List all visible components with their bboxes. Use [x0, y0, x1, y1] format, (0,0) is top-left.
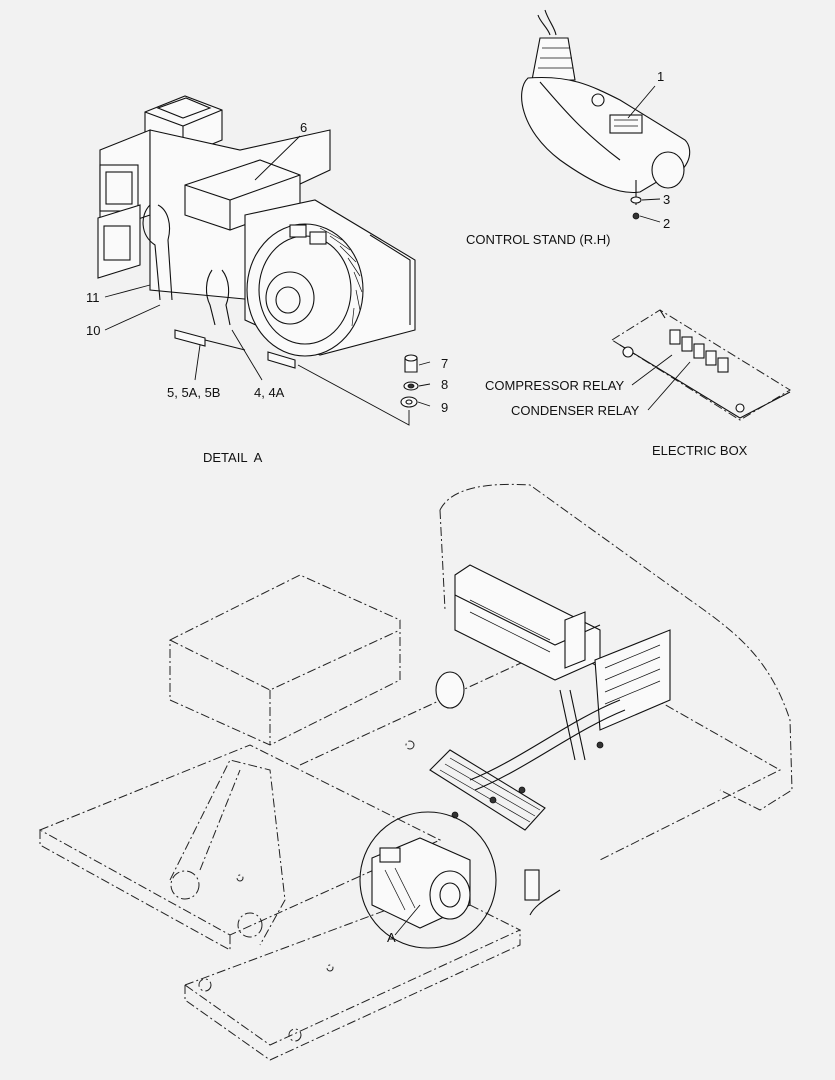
detail-a-marker: A: [387, 930, 396, 945]
engine: [435, 564, 671, 761]
callout-9: 9: [441, 400, 449, 415]
electric-box-drawing: [611, 309, 791, 421]
callout-5-5a-5b: 5, 5A, 5B: [167, 385, 221, 400]
callout-2: 2: [663, 216, 671, 231]
electric-box-title: ELECTRIC BOX: [652, 443, 748, 458]
hardware-stack: [297, 354, 431, 426]
callout-3: 3: [663, 192, 671, 207]
callout-4-4a: 4, 4A: [254, 385, 285, 400]
callout-7: 7: [441, 356, 449, 371]
condenser-piping: [429, 699, 626, 831]
machine-frame: [38, 483, 793, 1061]
callout-1: 1: [657, 69, 665, 84]
control-stand-drawing: [521, 9, 691, 223]
detail-a-leaders: [104, 135, 301, 381]
callout-6: 6: [300, 120, 308, 135]
callout-8: 8: [441, 377, 449, 392]
detail-a-circle: [359, 811, 497, 949]
control-stand-title: CONTROL STAND (R.H): [466, 232, 611, 247]
detail-a-unit: [97, 95, 416, 369]
compressor-relay-label: COMPRESSOR RELAY: [485, 378, 625, 393]
misc-components: [236, 740, 561, 972]
callout-10: 10: [86, 323, 101, 338]
condenser-relay-label: CONDENSER RELAY: [511, 403, 640, 418]
detail-a-title: DETAIL A: [203, 450, 263, 465]
callout-11: 11: [86, 290, 100, 305]
